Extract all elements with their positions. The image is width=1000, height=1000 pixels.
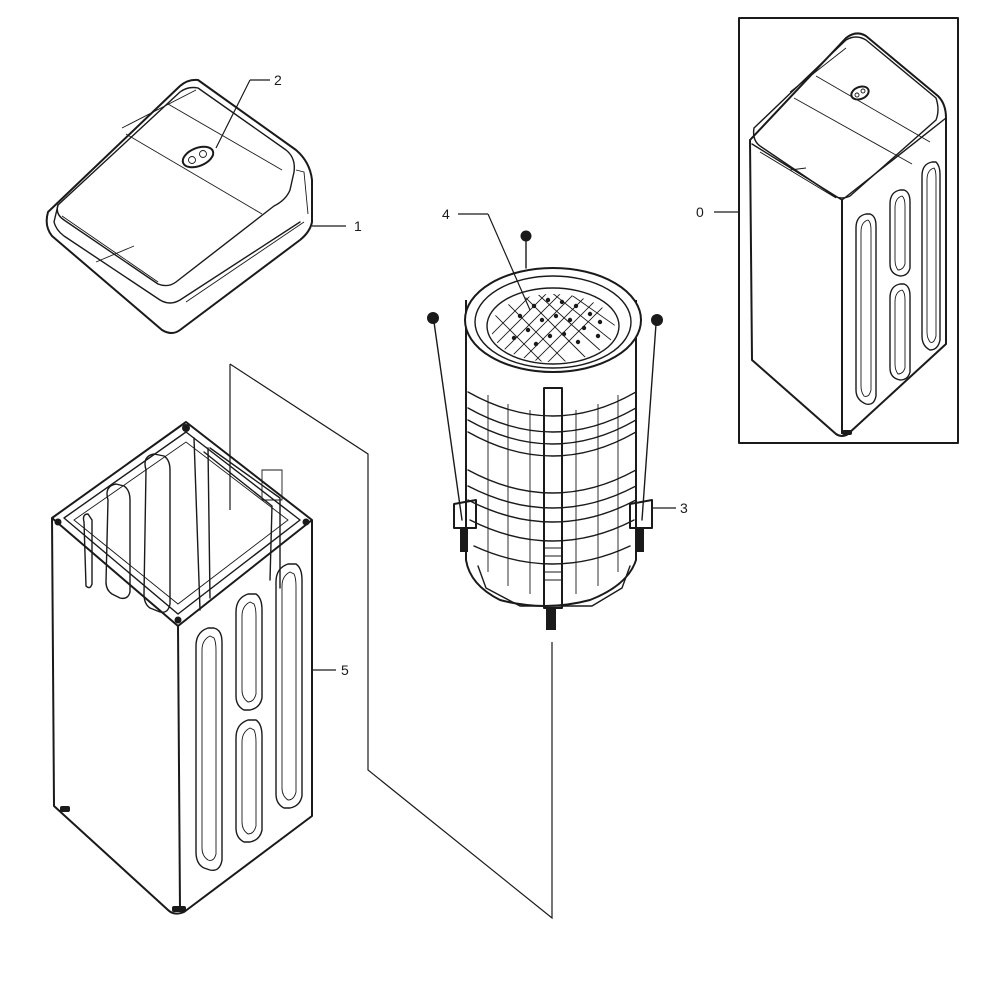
callout-label-1: 1 [354, 218, 362, 234]
callout-label-2: 2 [274, 72, 282, 88]
cabinet-frame [51, 421, 313, 915]
tub-assembly [427, 230, 663, 630]
top-lid-assembly [45, 78, 313, 334]
callout-label-4: 4 [442, 206, 450, 222]
assembly-guide-lines [229, 363, 553, 920]
complete-unit-inset [738, 17, 959, 444]
basket-mesh [491, 294, 615, 362]
callout-label-5: 5 [341, 662, 349, 678]
callout-label-3: 3 [680, 500, 688, 516]
inset-frame [738, 17, 959, 444]
callout-label-0: 0 [696, 204, 704, 220]
leader-line-2 [215, 79, 251, 149]
